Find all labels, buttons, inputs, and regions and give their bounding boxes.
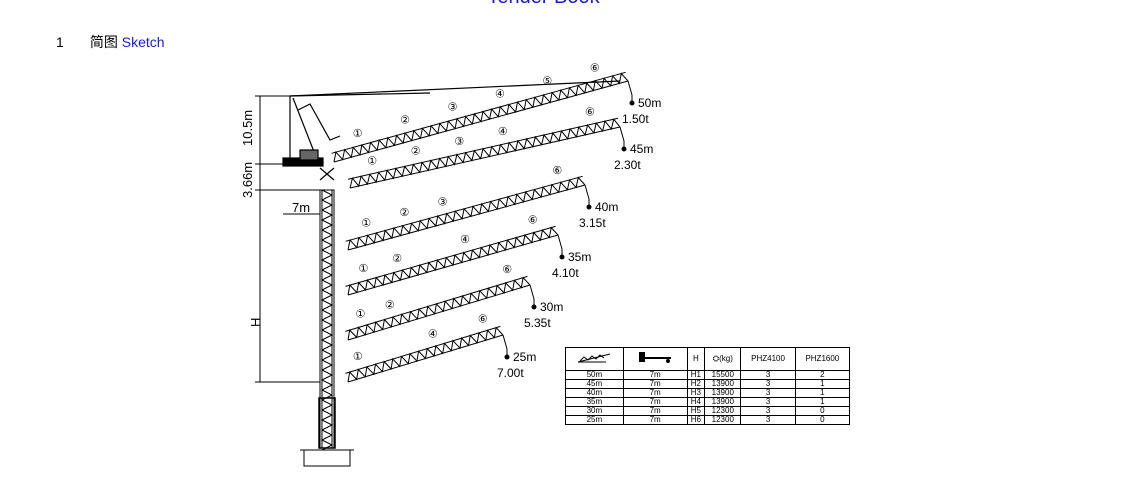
table-cell: 25m: [565, 415, 624, 425]
counter-jib-icon-header: [622, 347, 688, 371]
hook-icon: [586, 204, 592, 210]
section-marker: ①: [353, 128, 363, 140]
table-cell: H6: [686, 415, 706, 425]
table-cell: 7m: [622, 415, 688, 425]
table-cell: 12300: [704, 415, 742, 425]
jib-load-label: 2.30t: [614, 158, 641, 172]
section-marker: ③: [438, 196, 448, 208]
section-marker: ⑥: [585, 106, 595, 118]
tower-mast: [300, 189, 354, 467]
section-marker: ①: [367, 156, 377, 168]
section-marker: ⑥: [478, 313, 488, 325]
jib-offset-label: 7m: [292, 200, 310, 215]
height-label-tower: H: [248, 318, 263, 327]
section-marker: ①: [361, 217, 371, 229]
section-marker: ⑤: [542, 76, 552, 88]
jib-load-label: 5.35t: [524, 316, 551, 330]
section-marker: ①: [355, 308, 365, 320]
crane-head: [282, 80, 621, 181]
weight-header: ⛭(kg): [704, 347, 742, 371]
dimension-lines: [255, 95, 330, 383]
section-marker: ③: [448, 102, 458, 114]
phz1600-header: PHZ1600: [794, 347, 851, 371]
height-header: H: [686, 347, 706, 371]
section-marker: ④: [495, 89, 505, 101]
jib-45m: [347, 117, 627, 189]
jib-icon-header: [565, 347, 624, 371]
hook-icon: [559, 254, 565, 260]
section-marker: ②: [399, 207, 409, 219]
jib-load-label: 3.15t: [579, 216, 606, 230]
jib-30m: [345, 275, 537, 341]
jib-load-label: 1.50t: [622, 112, 649, 126]
section-marker: ②: [400, 115, 410, 127]
hook-icon: [621, 146, 627, 152]
section-marker: ②: [392, 253, 402, 265]
jib-load-label: 7.00t: [497, 366, 524, 380]
jib-length-label: 50m: [638, 96, 661, 110]
hook-icon: [504, 354, 510, 360]
section-marker: ⑥: [528, 215, 538, 227]
hook-icon: [629, 100, 635, 106]
sketch-link[interactable]: Sketch: [121, 34, 165, 50]
section-number: 1: [56, 34, 64, 50]
height-label-mid: 3.66m: [240, 162, 255, 198]
jib-length-label: 40m: [595, 200, 618, 214]
table-cell: 3: [740, 415, 796, 425]
jib-load-label: 4.10t: [552, 266, 579, 280]
weight-icon: ⛭: [712, 354, 720, 363]
section-marker: ⑥: [552, 165, 562, 177]
jibs: 50m 1.50t ① ② ③ ④ ⑤ ⑥ 45m 2.30t ① ② ③ ④ ⑥ 40m 3.15t ① ② ③ ⑥ 3…: [331, 63, 661, 383]
jib-length-label: 25m: [513, 350, 536, 364]
table-cell: 0: [794, 415, 851, 425]
section-marker: ①: [353, 351, 363, 363]
jib-35m: [345, 225, 565, 296]
phz4100-header: PHZ4100: [740, 347, 796, 371]
section-marker: ⑥: [590, 63, 600, 75]
section-marker: ③: [454, 136, 464, 148]
section-marker: ⑥: [502, 264, 512, 276]
hook-icon: [531, 304, 537, 310]
section-marker: ④: [428, 329, 438, 341]
section-marker: ②: [411, 146, 421, 158]
jib-length-label: 45m: [630, 142, 653, 156]
jib-length-label: 35m: [568, 250, 591, 264]
section-label: 简图: [89, 34, 118, 50]
section-marker: ②: [385, 300, 395, 312]
page-title: Tender Book: [0, 0, 1087, 9]
section-marker: ④: [460, 234, 470, 246]
section-marker: ④: [498, 126, 508, 138]
jib-50m: [331, 71, 635, 163]
section-heading: 1 简图 Sketch: [56, 32, 165, 52]
jib-40m: [345, 175, 592, 251]
height-label-top: 10.5m: [240, 110, 255, 146]
jib-length-label: 30m: [540, 300, 563, 314]
section-marker: ①: [358, 263, 368, 275]
jib-25m: [345, 325, 510, 383]
